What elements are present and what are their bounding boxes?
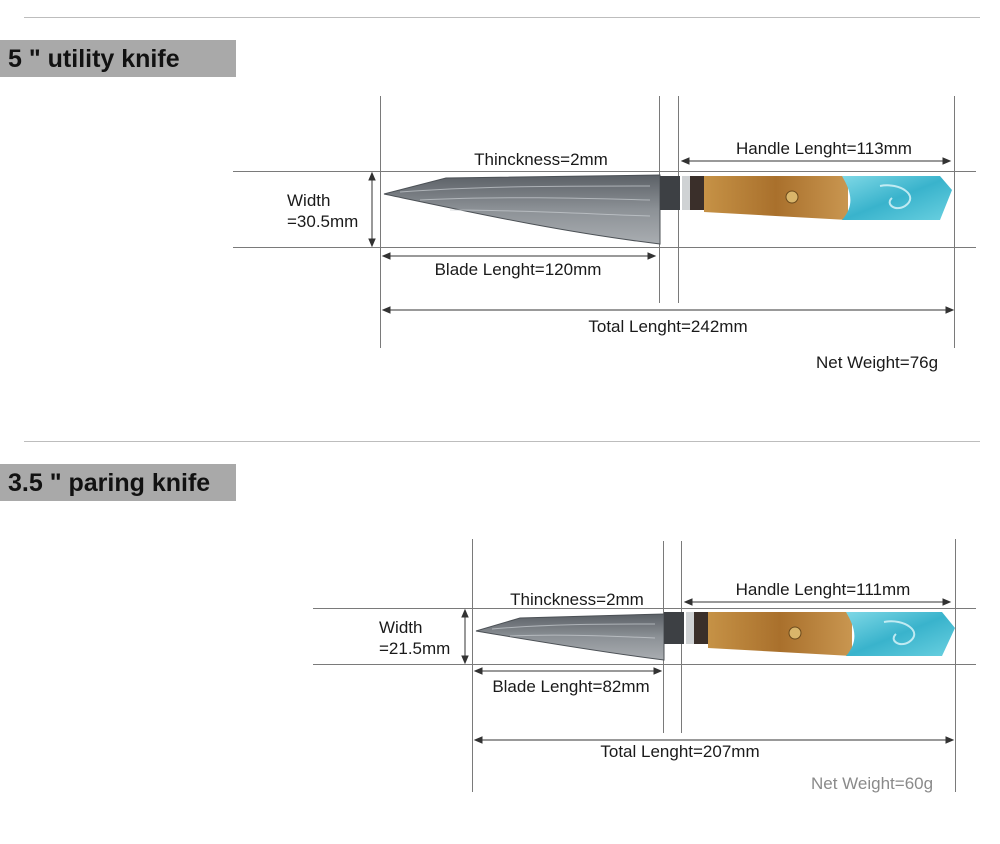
width-label-line1: Width — [287, 191, 331, 210]
width-label-line1: Width — [379, 618, 423, 637]
guide-blade-start — [472, 539, 473, 792]
guide-top — [233, 171, 976, 172]
blade-length-label: Blade Lenght=120mm — [434, 260, 602, 279]
guide-bottom — [313, 664, 976, 665]
thickness-label: Thinckness=2mm — [474, 150, 608, 169]
top-separator — [24, 17, 980, 18]
blade-shape — [475, 613, 665, 661]
guide-handle-end — [954, 96, 955, 348]
width-label-line2: =21.5mm — [379, 639, 451, 658]
middle-separator — [24, 441, 980, 442]
section-title: 3.5 " paring knife — [0, 464, 236, 501]
guide-bottom — [233, 247, 976, 248]
thickness-label: Thinckness=2mm — [510, 590, 644, 609]
net-weight-label: Net Weight=76g — [816, 353, 939, 372]
bolster — [660, 176, 680, 210]
guide-top — [313, 608, 976, 609]
handle-length-label: Handle Lenght=113mm — [736, 139, 912, 158]
net-weight-label: Net Weight=60g — [811, 774, 934, 793]
handle-resin — [842, 176, 952, 220]
blade-shape — [383, 174, 661, 245]
handle-wood — [708, 612, 852, 656]
section-title: 5 " utility knife — [0, 40, 236, 77]
width-label-line2: =30.5mm — [287, 212, 359, 231]
blade-length-label: Blade Lenght=82mm — [492, 677, 650, 696]
handle-rivet — [788, 626, 802, 640]
handle-rivet — [785, 190, 799, 204]
bolster — [664, 612, 684, 644]
handle-wood — [704, 176, 848, 220]
handle-resin — [846, 612, 955, 656]
guide-blade-start — [380, 96, 381, 348]
handle-length-label: Handle Lenght=111mm — [735, 580, 911, 599]
total-length-label: Total Lenght=242mm — [588, 317, 748, 336]
guide-handle-end — [955, 539, 956, 792]
total-length-label: Total Lenght=207mm — [600, 742, 760, 761]
